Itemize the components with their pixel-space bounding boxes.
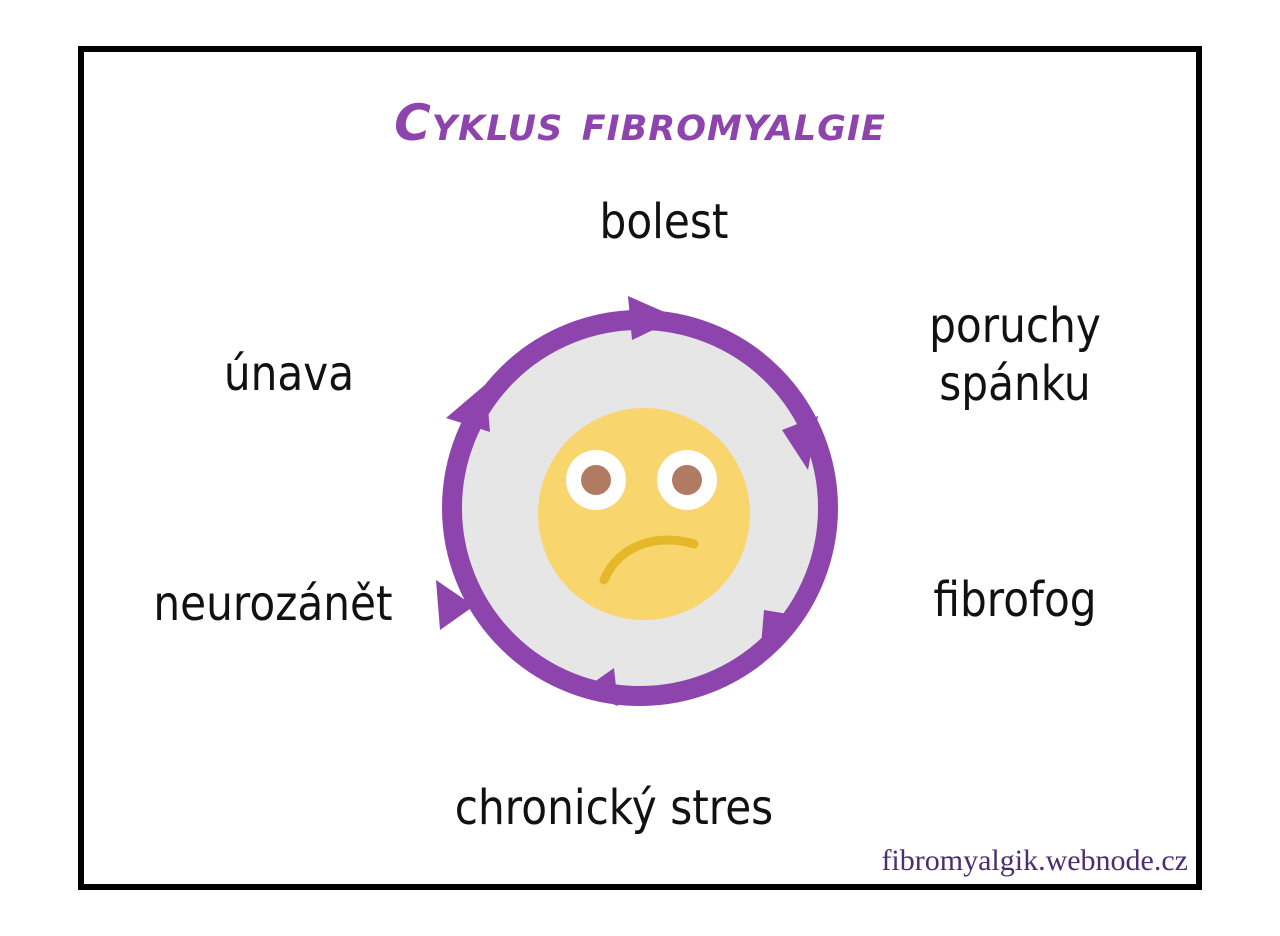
arrow-right-upper-icon xyxy=(782,416,818,470)
left-pupil xyxy=(581,465,611,495)
arrow-top-icon xyxy=(628,296,678,340)
arrow-bottom-icon xyxy=(580,668,618,706)
node-bolest: bolest xyxy=(599,194,729,250)
arrow-left-lower-icon xyxy=(436,580,474,630)
arrow-left-upper-icon xyxy=(446,384,490,432)
cycle-arrows xyxy=(436,296,818,706)
mouth xyxy=(599,535,699,585)
arrow-right-lower-icon xyxy=(760,610,800,658)
node-unava: únava xyxy=(223,346,355,402)
diagram-title: Cyklus fibromyalgie xyxy=(394,94,886,152)
worried-face-icon xyxy=(538,408,750,620)
face-disc xyxy=(538,408,750,620)
node-poruchy-line2: spánku xyxy=(939,355,1091,412)
footer-url: fibromyalgik.webnode.cz xyxy=(881,844,1188,877)
node-neurozanet: neurozánět xyxy=(153,576,393,632)
cycle-graphic xyxy=(436,296,838,706)
diagram-frame: Cyklus fibromyalgie bolest poruchy spánk… xyxy=(78,46,1202,890)
node-chronicky-stres: chronický stres xyxy=(454,780,774,836)
node-fibrofog: fibrofog xyxy=(933,572,1097,628)
node-poruchy-line1: poruchy xyxy=(929,298,1101,354)
node-poruchy-spanku: poruchy spánku xyxy=(923,298,1108,413)
right-pupil xyxy=(672,465,702,495)
